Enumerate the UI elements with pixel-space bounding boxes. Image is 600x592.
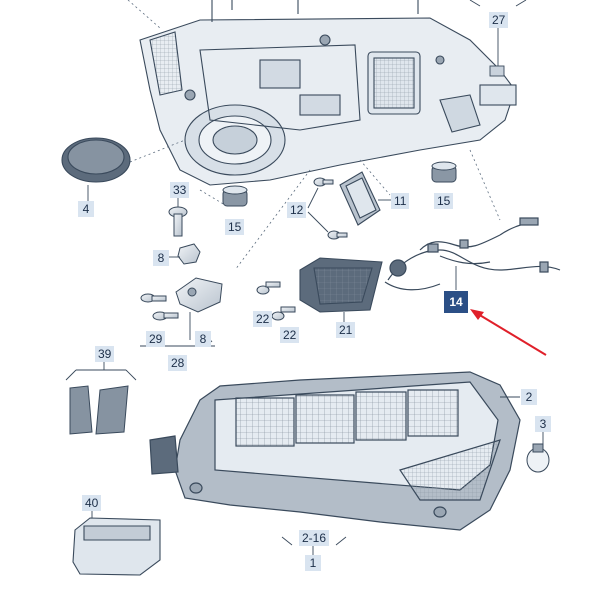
callout-11: 11 <box>391 193 410 209</box>
callout-15-left: 15 <box>225 219 245 235</box>
callout-21: 21 <box>336 322 356 338</box>
leader-27 <box>469 0 527 77</box>
callout-40: 40 <box>82 495 102 511</box>
bulb-socket-right <box>431 161 457 183</box>
wiring-harness <box>384 217 561 291</box>
callout-4: 4 <box>78 201 94 217</box>
screw-33 <box>168 198 188 237</box>
callout-28: 28 <box>168 355 188 371</box>
callout-8-lower: 8 <box>195 331 211 347</box>
callout-15-right: 15 <box>434 193 454 209</box>
callout-14-highlighted: 14 <box>444 291 468 313</box>
leader-1 <box>281 536 347 555</box>
mounting-bracket <box>175 277 223 340</box>
bulb <box>526 432 550 473</box>
highlight-arrow <box>470 309 547 356</box>
callout-2-16: 2-16 <box>299 530 330 546</box>
control-module <box>339 171 392 226</box>
screws-12 <box>307 177 348 240</box>
nut-8 <box>168 243 201 265</box>
headlight-housing-rear <box>139 0 517 186</box>
cover-cap <box>61 137 131 203</box>
leader-lines-dotted <box>127 0 501 271</box>
callout-1: 1 <box>305 555 321 571</box>
callout-22-upper: 22 <box>253 311 273 327</box>
callout-3: 3 <box>535 416 551 432</box>
repair-kit-box <box>72 510 161 576</box>
headlight-assembly <box>149 371 521 531</box>
callout-12: 12 <box>287 202 307 218</box>
screws-22 <box>256 281 296 321</box>
callout-29: 29 <box>146 331 166 347</box>
vent-cover <box>299 257 383 322</box>
callout-2: 2 <box>521 389 537 405</box>
callout-22-lower: 22 <box>280 327 300 343</box>
callout-39: 39 <box>95 346 115 362</box>
callout-27: 27 <box>489 12 509 28</box>
callout-33: 33 <box>170 182 190 198</box>
callout-8-upper: 8 <box>153 250 169 266</box>
lens-covers <box>65 362 137 435</box>
bulb-socket-left <box>222 185 248 207</box>
